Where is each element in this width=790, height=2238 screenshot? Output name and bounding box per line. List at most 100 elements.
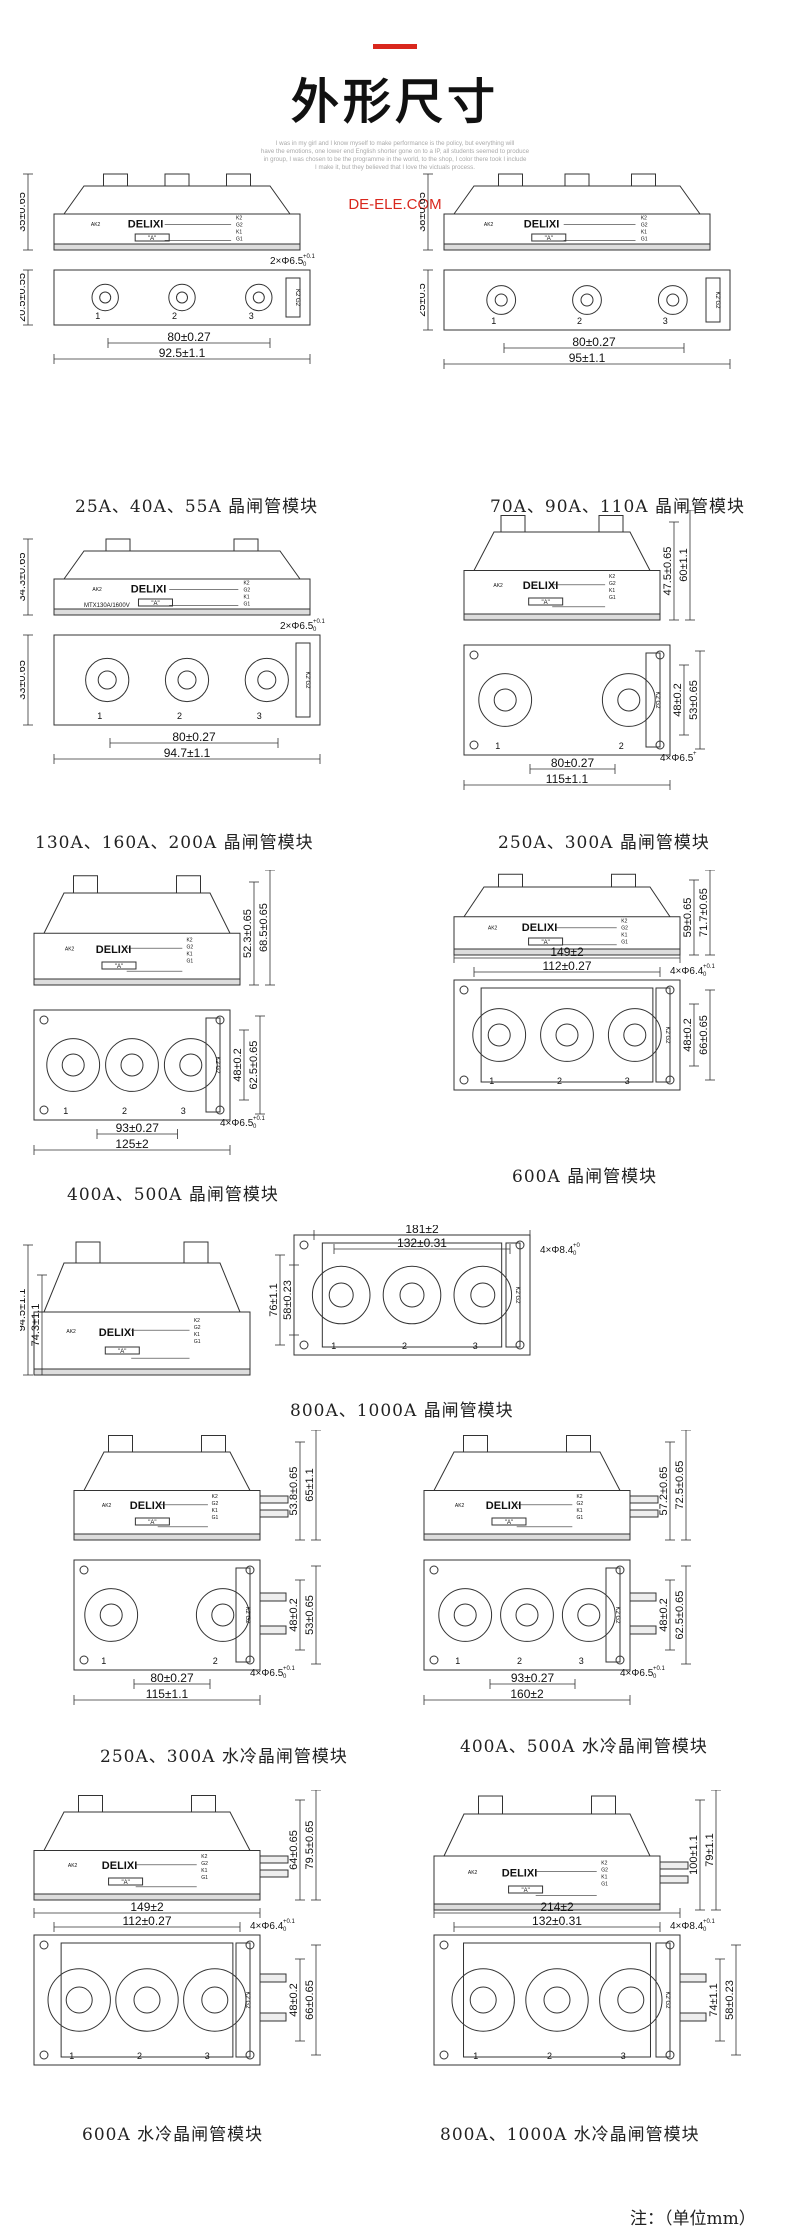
terminal-circle (577, 1603, 601, 1627)
terminal-circle (311, 1265, 371, 1325)
side-view-lid (473, 531, 651, 571)
terminal-stud (631, 173, 656, 187)
height-h1-label: 94.5±1.1 (20, 1289, 28, 1332)
terminal-number: 1 (63, 1106, 68, 1116)
side-view-base (53, 608, 311, 616)
label-a: "A" (151, 601, 159, 607)
terminal-stud (478, 1795, 503, 1815)
pin-label: K1 (243, 595, 249, 601)
height-h1-label: 64±0.65 (288, 1830, 300, 1870)
pin-label: AK2 (488, 926, 498, 932)
outer-length-label: 149±2 (130, 1900, 164, 1914)
terminal-circle (599, 1968, 663, 2032)
side-view-body (423, 1490, 631, 1541)
gate-terminal-strip (285, 277, 301, 318)
terminal-number: 2 (137, 2051, 142, 2061)
strip-label: K2 G2 (514, 1286, 520, 1304)
mount-hole (429, 1655, 439, 1665)
label-a: "A" (505, 1520, 513, 1526)
intro-text: I was in my girl and I know myself to ma… (170, 140, 620, 172)
terminal-stud (176, 875, 201, 894)
top-view-frame (33, 1934, 261, 2066)
height-h2-label: 74.3±1.1 (30, 1304, 42, 1347)
terminal-stud (73, 875, 98, 894)
terminal-number: 3 (257, 711, 262, 721)
water-pipe (259, 1625, 287, 1635)
side-view-base (433, 1903, 661, 1911)
terminal-circle (580, 293, 594, 307)
pin-label: G1 (186, 958, 193, 964)
side-view-base (33, 1893, 261, 1901)
label-box (508, 1885, 544, 1894)
label-box (137, 598, 173, 607)
terminal-circle (572, 285, 602, 315)
mount-hole (79, 1655, 89, 1665)
terminal-number: 2 (213, 1656, 218, 1666)
pin-label: AK2 (65, 947, 75, 953)
gate-terminal-strip (605, 1567, 621, 1663)
hole-tolerance-label: + (693, 751, 697, 757)
width-w2-label: 66±0.65 (698, 1015, 710, 1055)
hole-spacing-label: 112±0.27 (122, 1914, 171, 1928)
height-h1-label: 53.8±0.65 (288, 1467, 300, 1516)
top-view-inner (321, 1242, 503, 1348)
terminal-circle (453, 1265, 513, 1325)
label-box (134, 233, 170, 242)
hole-spec-label: 4×Φ6.4 (670, 966, 704, 977)
top-view-frame (443, 269, 731, 331)
brand-logo: DELIXI (130, 1500, 165, 1512)
terminal-number: 1 (491, 316, 496, 326)
water-pipe (629, 1495, 659, 1504)
width-w2-label: 58±0.23 (724, 1980, 736, 2020)
side-view-lid (453, 185, 701, 215)
water-pipe (629, 1509, 659, 1518)
hole-tolerance-label: 0 (253, 1124, 257, 1130)
side-view-lid (443, 1813, 651, 1857)
terminal-circle (607, 1008, 662, 1062)
pin-label: K2 (236, 216, 242, 222)
page-title: 外形尺寸 (290, 74, 499, 130)
width-w1-label: 74±1.1 (708, 1983, 720, 2017)
top-view-frame (53, 634, 321, 726)
hole-tolerance-label: +0 (573, 1243, 581, 1249)
mount-hole (299, 1340, 309, 1350)
width-w2-label: 66±0.65 (304, 1980, 316, 2020)
brand-logo: DELIXI (523, 580, 558, 592)
width-w2-label: 62.5±0.65 (674, 1591, 686, 1640)
outer-length-label: 181±2 (405, 1225, 439, 1236)
mount-hole (459, 985, 469, 995)
terminal-circle (399, 1282, 425, 1308)
terminal-number: 1 (331, 1341, 336, 1351)
side-view-base (463, 613, 661, 621)
width-w1-label: 48±0.2 (232, 1048, 244, 1082)
hole-spec-label: 2×Φ6.5 (280, 621, 314, 632)
terminal-circle (328, 1282, 354, 1308)
pin-label: K2 (609, 574, 615, 580)
hole-tolerance-label: +0.1 (303, 254, 316, 260)
pin-label: K1 (576, 1508, 582, 1514)
terminal-circle (179, 1053, 203, 1077)
label-box (528, 597, 564, 606)
hole-tolerance-label: 0 (573, 1251, 577, 1257)
side-view-lid (63, 550, 301, 580)
hole-tolerance-label: 0 (703, 1927, 707, 1933)
gate-terminal-strip (705, 277, 721, 323)
label-box (134, 1517, 170, 1526)
terminal-number: 1 (455, 1656, 460, 1666)
mount-hole (429, 1565, 439, 1575)
caption-800a-1000a: 800A、1000A 晶闸管模块 (290, 1401, 514, 1421)
height-side-label: 34.3±0.65 (20, 553, 28, 602)
website-link[interactable]: DE-ELE.COM (348, 196, 442, 213)
pin-label: G2 (609, 581, 616, 587)
pin-label: K1 (236, 230, 242, 236)
width-w1-label: 48±0.2 (288, 1598, 300, 1632)
terminal-circle (46, 1038, 101, 1092)
pin-label: AK2 (455, 1503, 465, 1509)
width-w1-label: 48±0.2 (672, 683, 684, 717)
pin-label: K1 (194, 1332, 200, 1338)
